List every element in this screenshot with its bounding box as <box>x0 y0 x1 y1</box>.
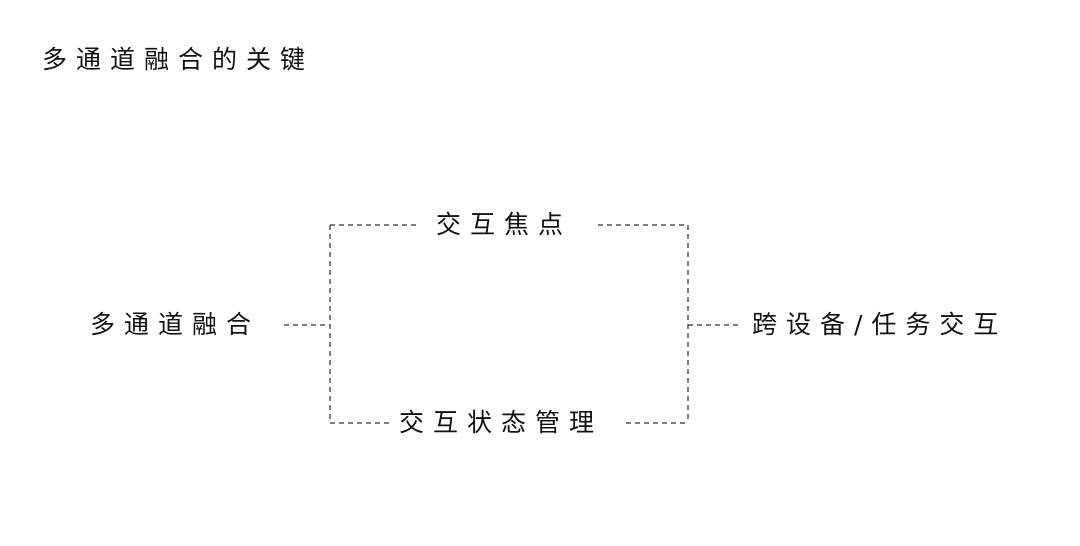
target-node: 跨设备/任务交互 <box>752 310 1008 339</box>
source-node: 多通道融合 <box>90 310 261 339</box>
bottom-branch-node: 交互状态管理 <box>399 408 604 437</box>
page-title: 多通道融合的关键 <box>42 45 315 74</box>
top-branch-node: 交互焦点 <box>436 210 573 239</box>
